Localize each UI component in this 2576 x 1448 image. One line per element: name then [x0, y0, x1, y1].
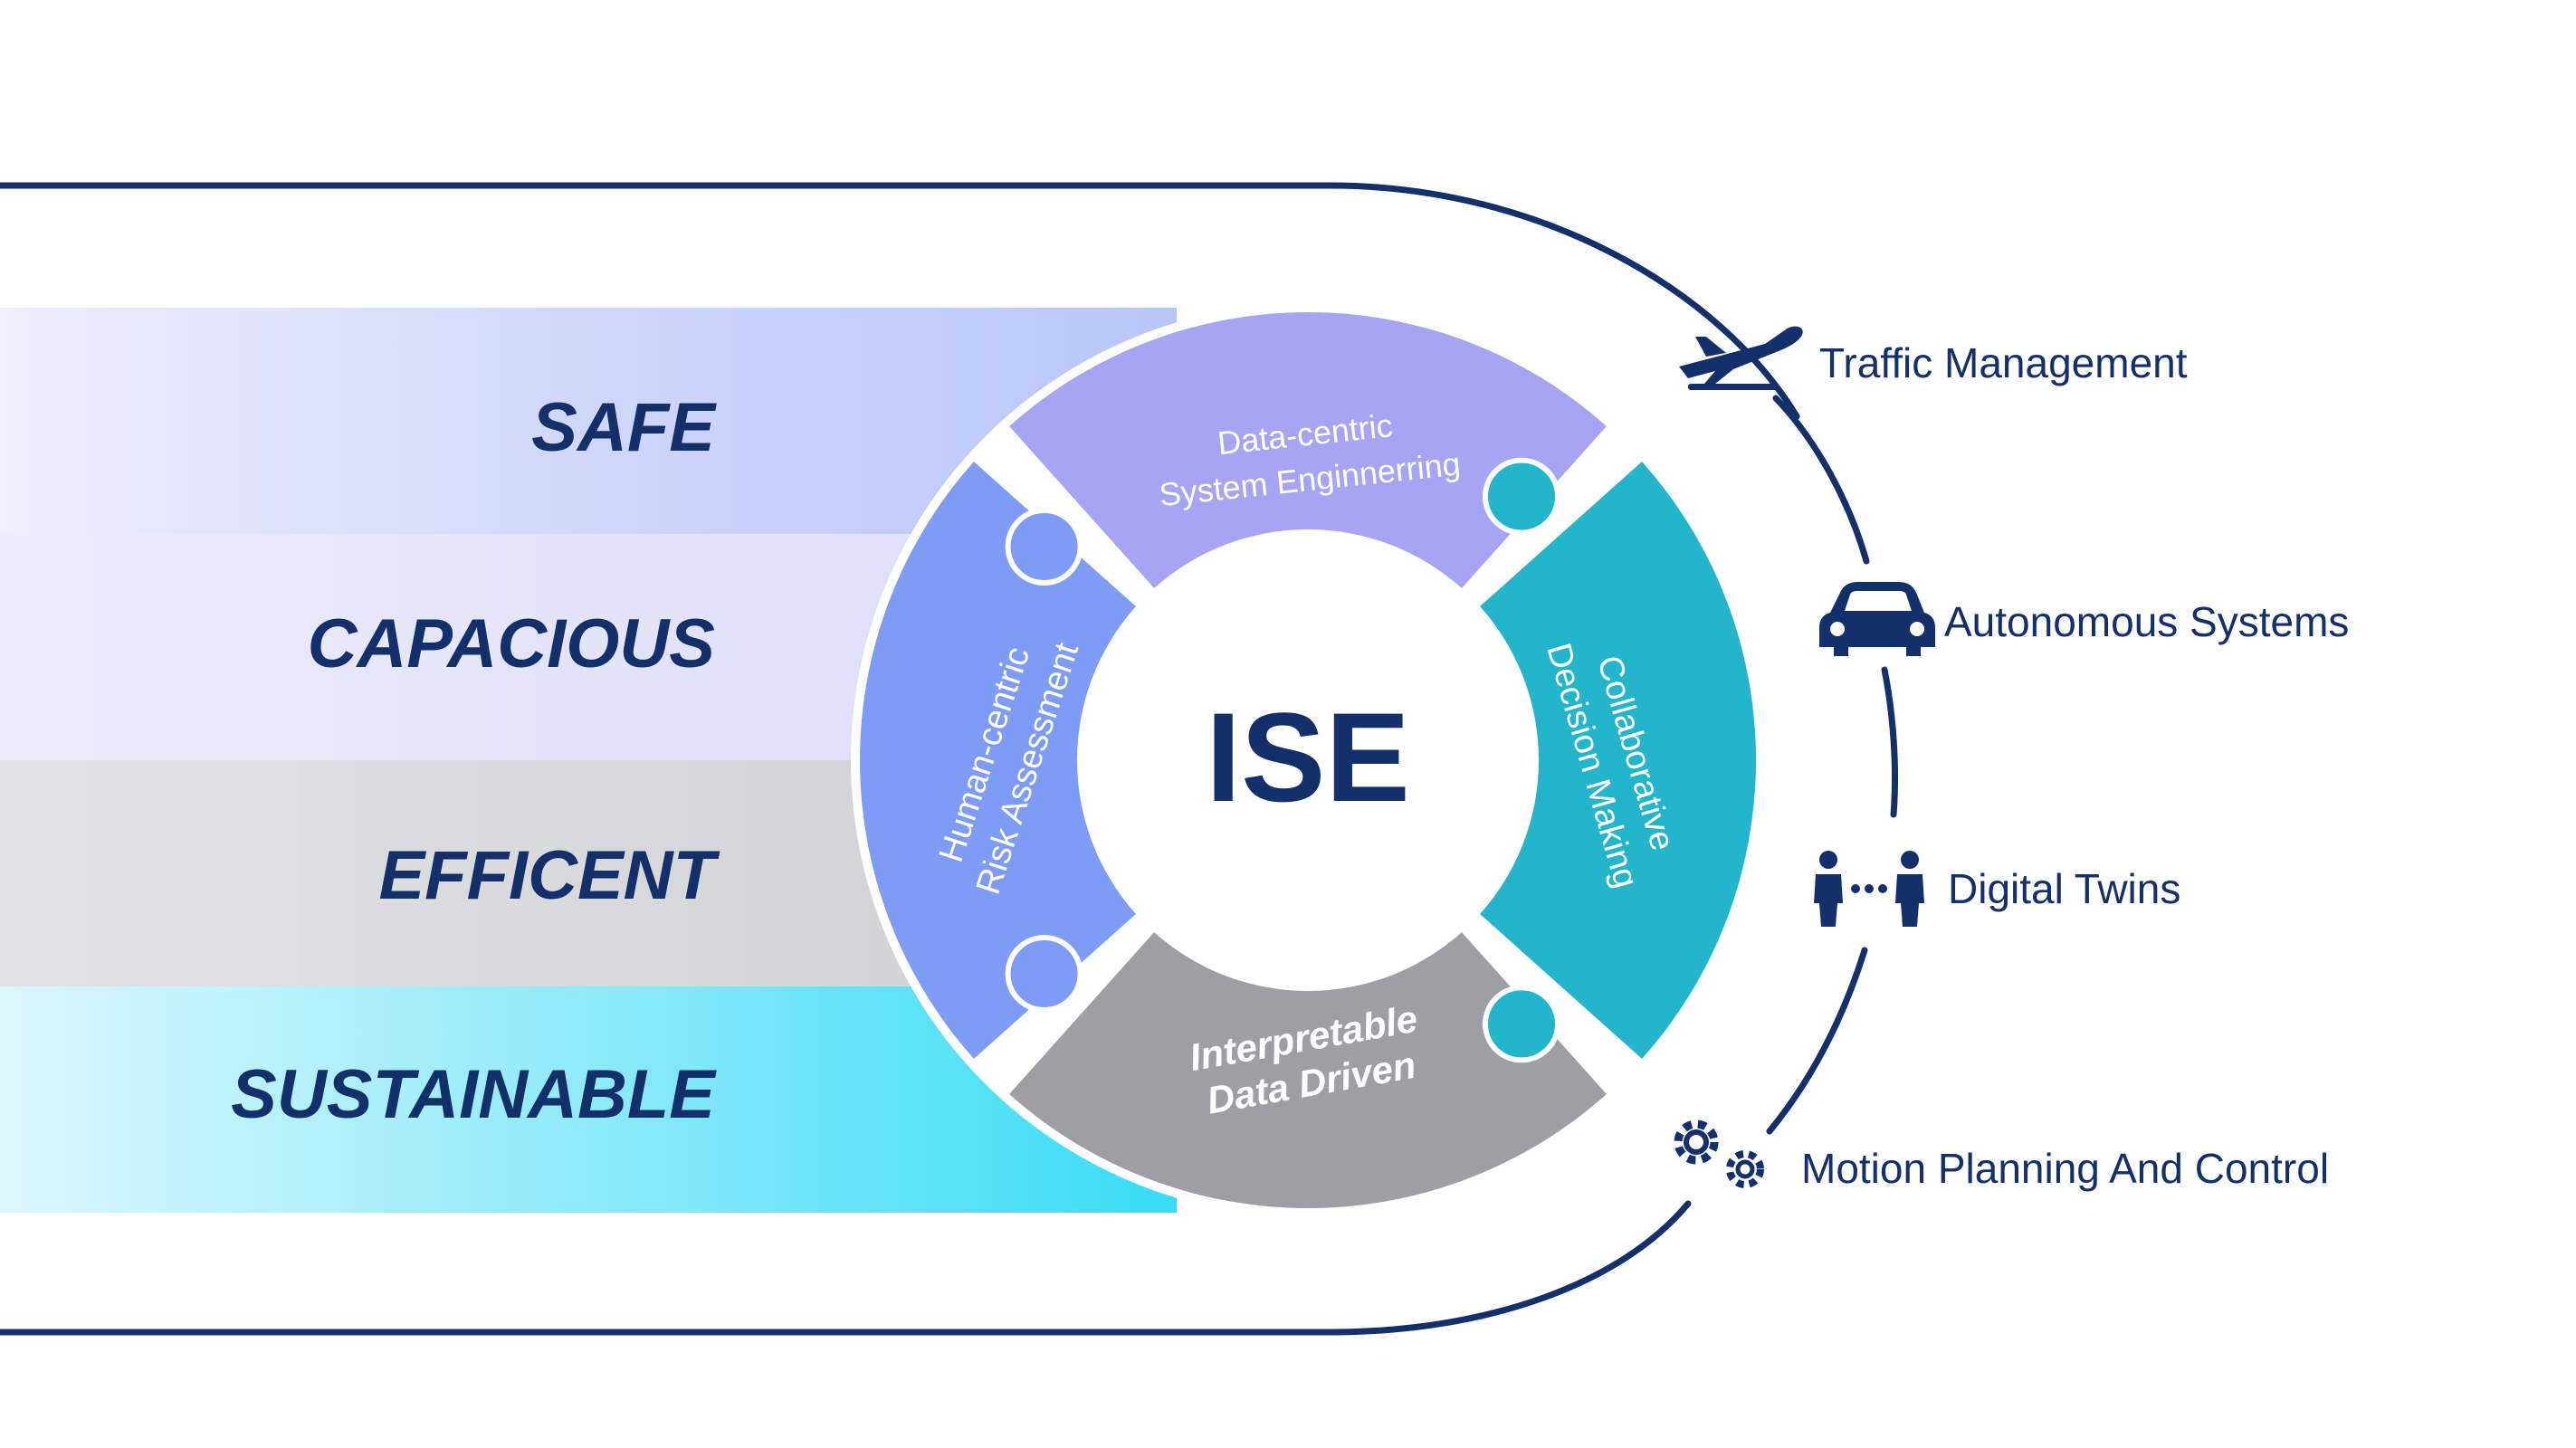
app-label-digital-twins: Digital Twins: [1948, 865, 2181, 912]
segment-top: [1009, 312, 1607, 588]
bar-label-sustainable: SUSTAINABLE: [231, 1056, 717, 1133]
gears-icon: [1674, 1119, 1764, 1188]
segment-right: [1480, 462, 1757, 1059]
outer-track-arc-2: [1881, 666, 1899, 818]
app-label-traffic-management: Traffic Management: [1819, 339, 2188, 386]
app-label-motion-planning: Motion Planning And Control: [1801, 1145, 2330, 1192]
outer-track: [0, 182, 1800, 420]
outer-track-lower: [0, 1200, 1692, 1336]
puzzle-knob-bottom-right: [1482, 985, 1560, 1063]
airplane-icon: [1679, 326, 1803, 390]
segment-bottom: [1009, 932, 1607, 1208]
car-icon: [1819, 582, 1935, 656]
bar-label-safe: SAFE: [531, 389, 717, 466]
bar-label-capacious: CAPACIOUS: [308, 605, 715, 682]
center-label: ISE: [1206, 686, 1410, 828]
outer-track-arc-1: [1772, 395, 1870, 565]
center-disc: [1086, 538, 1530, 982]
puzzle-knob-top-left: [1005, 508, 1083, 586]
app-label-autonomous-systems: Autonomous Systems: [1944, 598, 2350, 645]
people-connection-icon: [1814, 851, 1924, 927]
puzzle-knob-top-right: [1482, 457, 1560, 536]
bar-label-efficent: EFFICENT: [378, 837, 720, 914]
outer-track-arc-3: [1766, 947, 1868, 1135]
segment-left: [859, 462, 1136, 1059]
puzzle-knob-bottom-left: [1005, 934, 1083, 1013]
